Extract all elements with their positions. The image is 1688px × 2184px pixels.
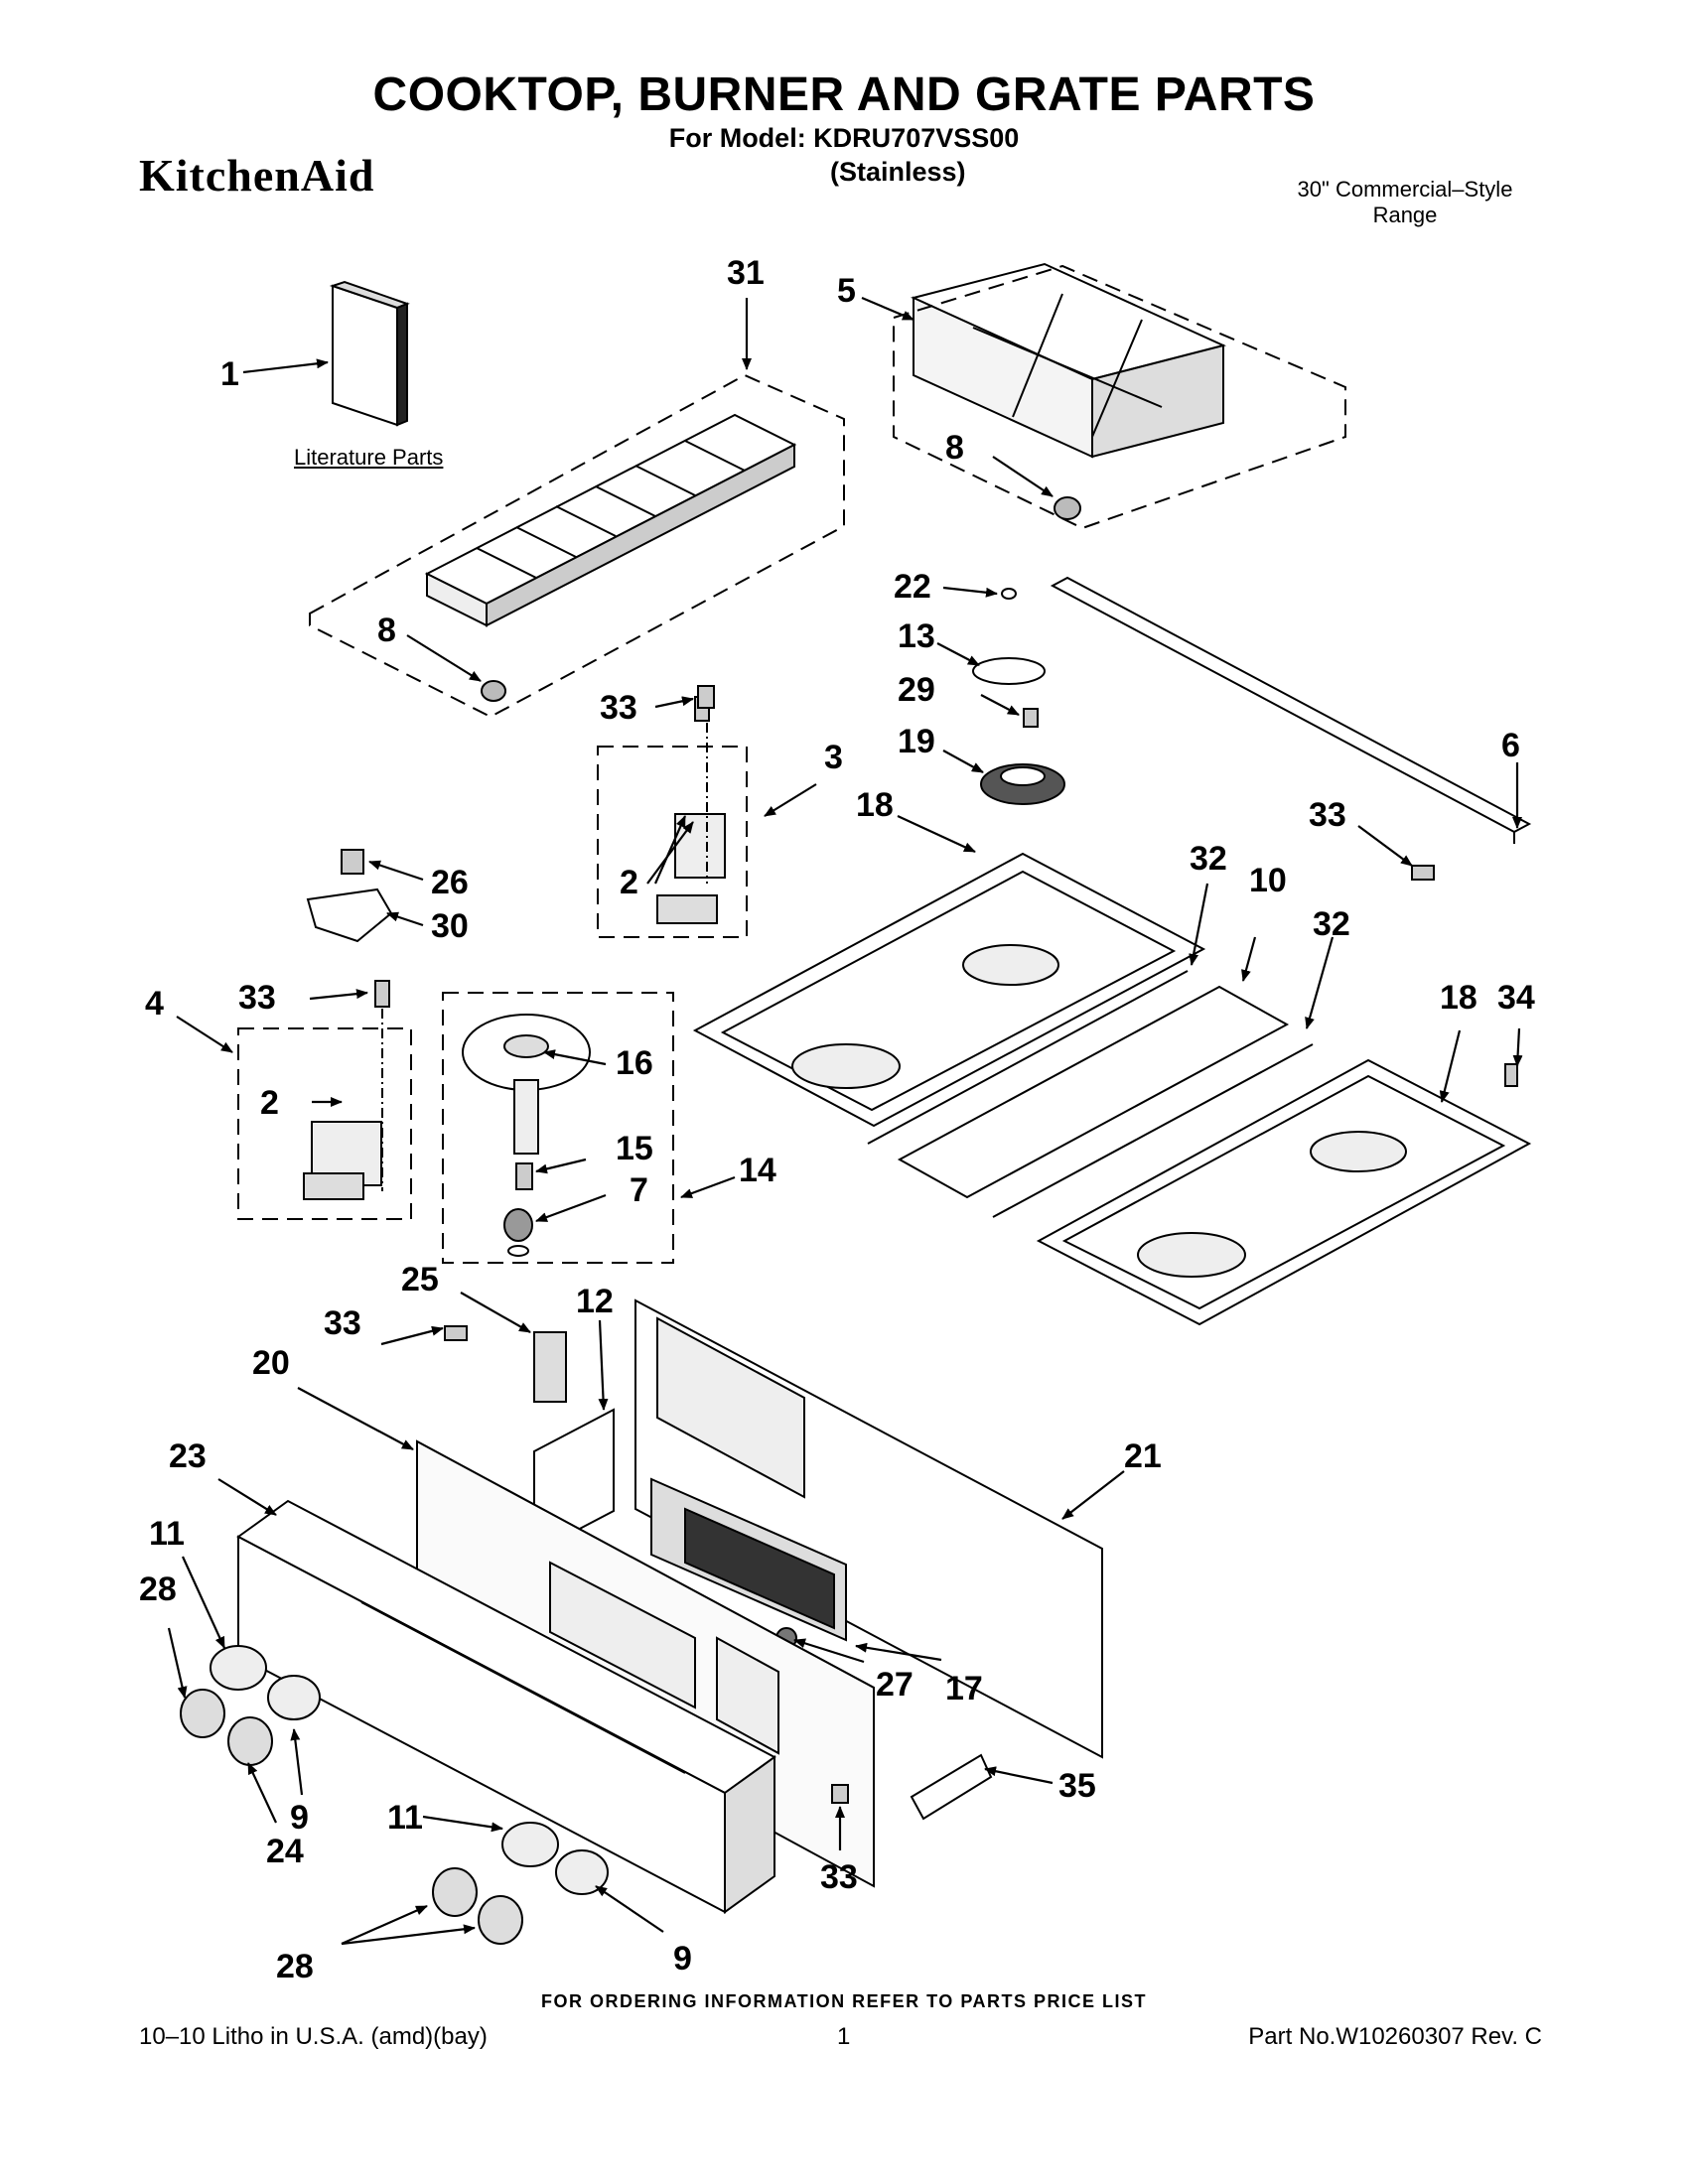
burner-box-left-part xyxy=(692,852,1206,1128)
burner-grate-part xyxy=(911,262,1226,520)
category-line-2: Range xyxy=(1372,203,1438,227)
literature-booklet-part xyxy=(329,280,410,427)
callout-28-lower: 28 xyxy=(276,1948,314,1985)
model-line: For Model: KDRU707VSS00 xyxy=(668,123,1020,153)
brand-logo: KitchenAid xyxy=(139,150,375,201)
control-knob-rear-right xyxy=(478,1895,523,1945)
control-panel-back-part xyxy=(634,1298,1103,1759)
callout-12: 12 xyxy=(576,1283,614,1320)
valve-part-4 xyxy=(303,980,390,1200)
callout-16: 16 xyxy=(616,1044,653,1082)
callout-4: 4 xyxy=(145,985,164,1023)
callout-2-lower: 2 xyxy=(260,1084,279,1122)
callout-11-upper: 11 xyxy=(149,1515,185,1553)
callout-33-a: 33 xyxy=(600,689,637,727)
callout-5: 5 xyxy=(837,272,856,310)
callout-33-c: 33 xyxy=(238,979,276,1017)
callout-8-upper: 8 xyxy=(945,429,964,467)
callout-33-b: 33 xyxy=(1309,796,1346,834)
callout-31: 31 xyxy=(727,254,765,292)
callout-9-lower: 9 xyxy=(673,1940,692,1978)
callout-24: 24 xyxy=(266,1833,304,1870)
screw-part-c xyxy=(444,1325,468,1341)
callout-23: 23 xyxy=(169,1437,207,1475)
callout-6: 6 xyxy=(1501,727,1520,764)
console-cover-part xyxy=(236,1499,776,1914)
mounting-bracket-part xyxy=(910,1753,993,1821)
callout-22: 22 xyxy=(894,568,931,606)
product-category: 30" Commercial–Style Range xyxy=(1261,177,1549,228)
control-board-part xyxy=(650,1477,847,1649)
callout-19: 19 xyxy=(898,723,935,760)
trim-strip-part xyxy=(1050,576,1532,844)
knob-bezel-front-left xyxy=(210,1645,267,1691)
valve-group-4-outline xyxy=(237,1027,412,1220)
knob-bezel-front-right xyxy=(501,1822,559,1867)
leader-lines xyxy=(167,296,1523,1946)
callout-21: 21 xyxy=(1124,1437,1162,1475)
callout-29: 29 xyxy=(898,671,935,709)
callout-25: 25 xyxy=(401,1261,439,1298)
callout-10: 10 xyxy=(1249,862,1287,899)
callout-15: 15 xyxy=(616,1130,653,1167)
griddle-grate-group-outline xyxy=(309,373,845,719)
category-line-1: 30" Commercial–Style xyxy=(1297,177,1513,202)
griddle-grate-part xyxy=(424,413,797,702)
control-knob-rear-left xyxy=(227,1716,273,1766)
part-number: Part No.W10260307 Rev. C xyxy=(1248,2023,1542,2050)
burner-grate-group-outline xyxy=(893,264,1346,530)
page-number: 1 xyxy=(837,2023,851,2050)
callout-labels: 1 31 5 8 8 22 13 29 19 33 3 6 18 33 26 2… xyxy=(139,254,1535,1985)
valve-group-3-outline xyxy=(597,746,748,938)
callout-28-upper: 28 xyxy=(139,1570,177,1608)
callout-34: 34 xyxy=(1497,979,1535,1017)
callout-33-d: 33 xyxy=(324,1304,361,1342)
callout-8-lower: 8 xyxy=(377,612,396,649)
callout-9-upper: 9 xyxy=(290,1799,309,1837)
callout-14: 14 xyxy=(739,1152,776,1189)
valve-part-3 xyxy=(656,696,726,924)
callout-27: 27 xyxy=(876,1666,914,1704)
callout-2-upper: 2 xyxy=(620,864,638,901)
callout-33-e: 33 xyxy=(820,1858,858,1896)
page-title: COOKTOP, BURNER AND GRATE PARTS xyxy=(372,68,1316,121)
callout-7: 7 xyxy=(630,1171,648,1209)
center-strip-part xyxy=(867,970,1314,1218)
callout-18-right: 18 xyxy=(1440,979,1477,1017)
literature-parts-label: Literature Parts xyxy=(294,445,444,470)
callout-18-left: 18 xyxy=(856,786,894,824)
callout-13: 13 xyxy=(898,617,935,655)
callout-26: 26 xyxy=(431,864,469,901)
burner-group-14-outline xyxy=(442,992,674,1264)
callout-17: 17 xyxy=(945,1670,983,1707)
panel-screw-part xyxy=(831,1784,849,1804)
callout-3: 3 xyxy=(824,739,843,776)
knob-bezel-rear-right xyxy=(555,1849,609,1895)
control-knob-front-left xyxy=(180,1689,225,1738)
callout-20: 20 xyxy=(252,1344,290,1382)
callout-30: 30 xyxy=(431,907,469,945)
knob-bezel-rear-left xyxy=(267,1675,321,1720)
callout-35: 35 xyxy=(1058,1767,1096,1805)
burner-base-part xyxy=(462,1014,591,1257)
model-variant: (Stainless) xyxy=(830,157,966,187)
screw-part-b xyxy=(1411,865,1435,881)
burner-cap-assembly xyxy=(972,588,1065,805)
control-knob-front-right xyxy=(432,1867,478,1917)
callout-1: 1 xyxy=(220,355,239,393)
support-bracket-part xyxy=(533,1331,567,1403)
ordering-info-note: FOR ORDERING INFORMATION REFER TO PARTS … xyxy=(540,1991,1147,2011)
callout-11-lower: 11 xyxy=(387,1799,423,1837)
screw-part-a xyxy=(697,685,715,709)
callout-32-a: 32 xyxy=(1190,840,1227,878)
burner-box-right-part xyxy=(1036,1058,1532,1326)
callout-32-b: 32 xyxy=(1313,905,1350,943)
litho-note: 10–10 Litho in U.S.A. (amd)(bay) xyxy=(139,2023,488,2050)
igniter-bracket-part xyxy=(306,849,393,943)
